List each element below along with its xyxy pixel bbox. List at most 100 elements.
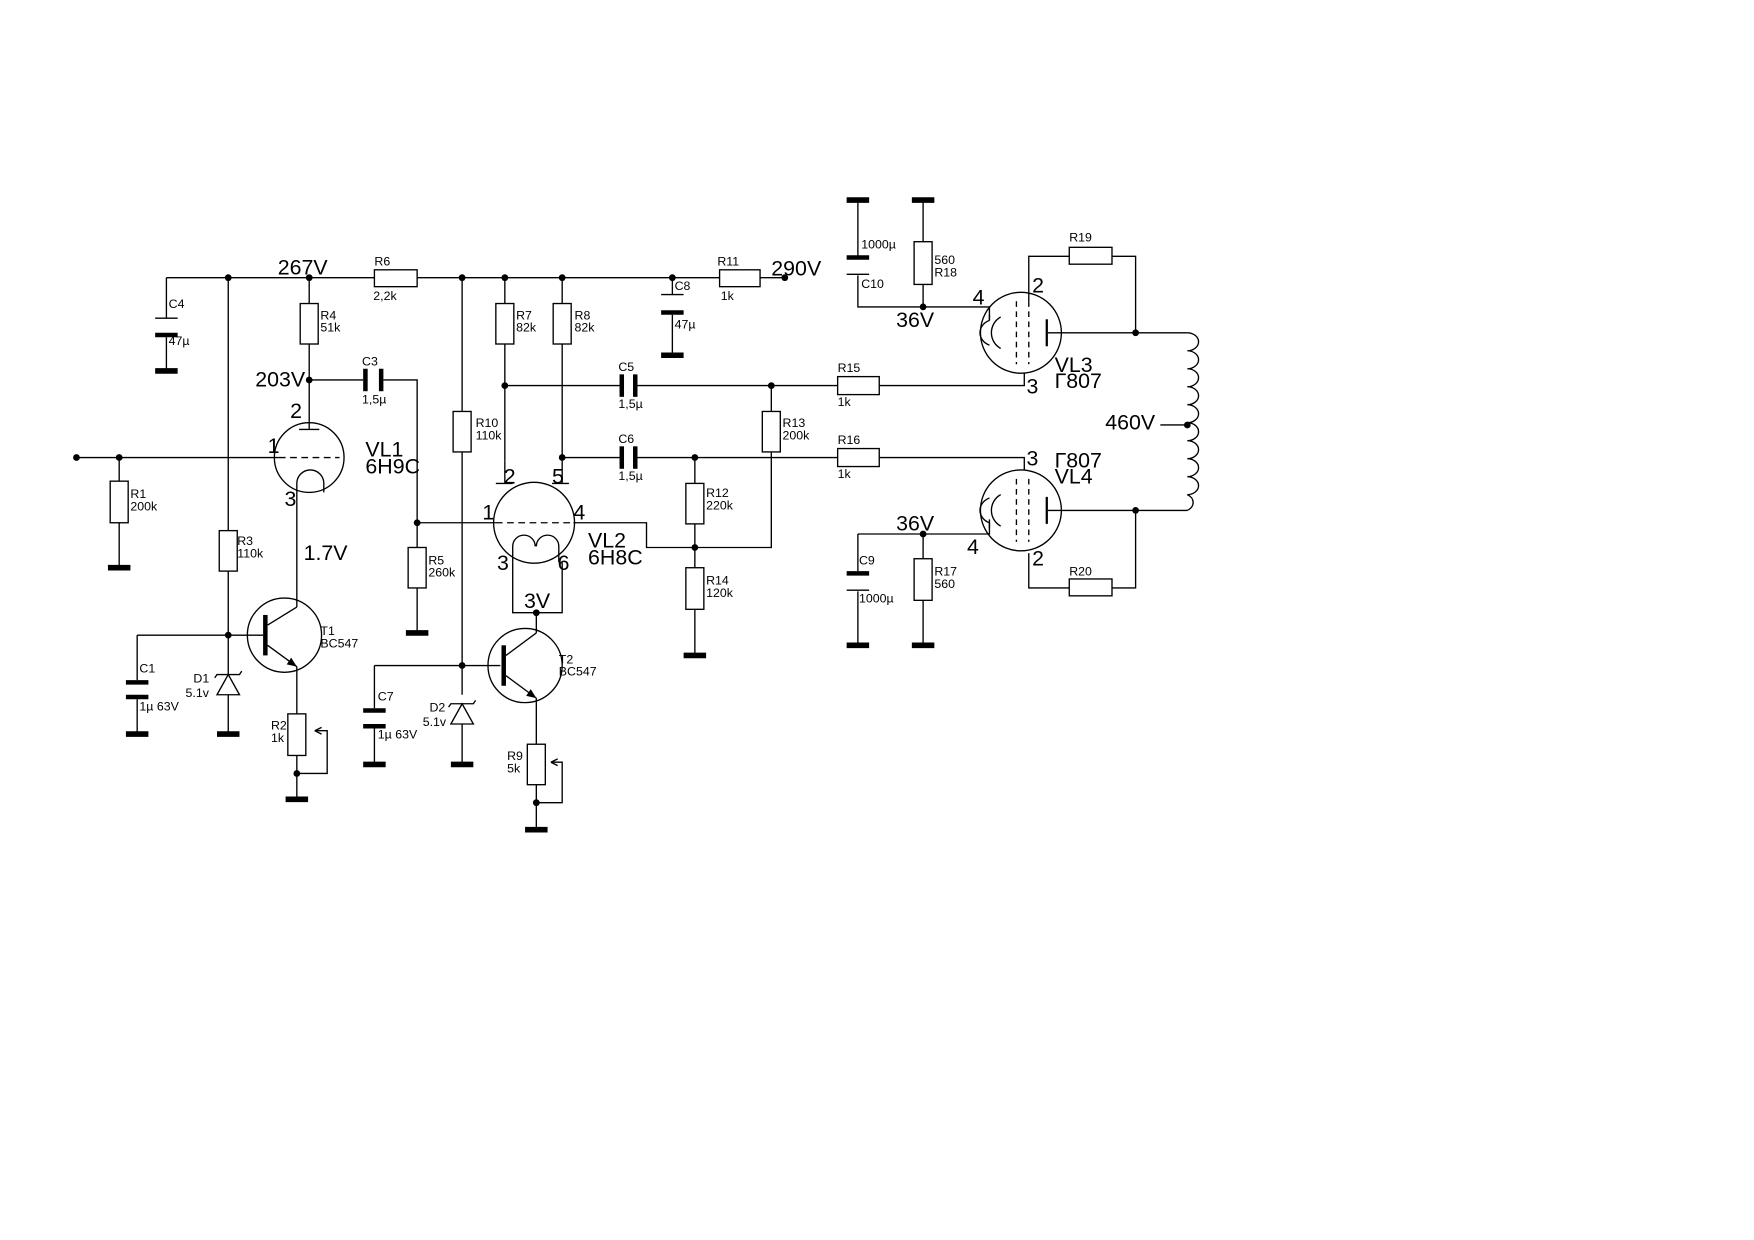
T2-value: BC547 [559, 665, 597, 679]
R15-value: 1k [838, 395, 852, 409]
C1-ref: C1 [139, 661, 155, 675]
R19-body [1068, 246, 1113, 265]
R9-ref: R9 [507, 749, 523, 763]
R8-value: 82k [575, 321, 596, 335]
VL4-value: Г807 [1055, 449, 1102, 473]
C9-value: 1000µ [859, 592, 894, 606]
R14-body [685, 567, 705, 610]
junction-dots [73, 274, 1191, 807]
C8-value: 47µ [675, 317, 696, 331]
R11-body [718, 269, 761, 288]
D2-value: 5.1v [423, 715, 447, 729]
R16-ref: R16 [838, 433, 861, 447]
R15-ref: R15 [838, 361, 861, 375]
R7-ref: R7 [516, 308, 532, 322]
C3-ref: C3 [362, 354, 378, 368]
R12-value: 220k [706, 498, 734, 512]
VL2-ref: VL2 [588, 528, 626, 552]
voltage-1-7: 1.7V [304, 541, 349, 565]
R10-body [452, 410, 472, 453]
R9-wiper-arrow [550, 758, 558, 767]
R13-ref: R13 [783, 416, 806, 430]
vl1-pin-3: 3 [284, 487, 296, 511]
vl4-pin-4: 4 [967, 535, 979, 559]
R4-ref: R4 [320, 308, 336, 322]
R5-ref: R5 [428, 553, 444, 567]
voltage-290: 290V [771, 256, 822, 280]
R8-body [552, 302, 572, 345]
R13-value: 200k [783, 429, 811, 443]
pin-numbers: 2 1 3 2 5 1 4 3 6 2 4 3 3 4 2 [268, 273, 1044, 575]
C10-value: 1000µ [861, 237, 896, 251]
R7-body [495, 302, 515, 345]
vl4-pin-2: 2 [1032, 546, 1044, 570]
voltage-3: 3V [524, 589, 551, 613]
R5-value: 260k [428, 566, 456, 580]
wires [76, 200, 1200, 830]
C7-value: 1µ 63V [378, 728, 418, 742]
C6-ref: C6 [618, 432, 634, 446]
vl1-pin-2: 2 [290, 399, 302, 423]
resistor-bodies [109, 241, 1113, 786]
VL4-ref: VL4 [1055, 464, 1093, 488]
R8-ref: R8 [575, 308, 591, 322]
vl3-pin-2: 2 [1032, 273, 1044, 297]
voltage-460: 460V [1105, 410, 1156, 434]
R17-ref: R17 [934, 565, 957, 579]
T2-ref: T2 [559, 652, 574, 666]
VL2-value: 6H8C [588, 545, 643, 569]
transistor-T2 [487, 627, 563, 704]
R6-body [373, 269, 418, 288]
R5-body [407, 546, 427, 589]
R2-body [287, 713, 307, 757]
R16-body [836, 447, 880, 468]
R14-ref: R14 [706, 574, 729, 588]
D1-value: 5.1v [186, 686, 210, 700]
R12-body [685, 482, 705, 525]
R12-ref: R12 [706, 486, 729, 500]
R3-ref: R3 [237, 534, 253, 548]
R18-body [913, 241, 933, 286]
R18-ref: R18 [934, 266, 957, 280]
vl2-pin-5: 5 [552, 464, 564, 488]
R6-value: 2,2k [373, 289, 397, 303]
R13-body [761, 410, 781, 453]
R17-body [913, 558, 933, 602]
voltage-267: 267V [278, 255, 329, 279]
voltage-36-bottom: 36V [896, 512, 935, 536]
ground-symbols [107, 197, 935, 833]
component-labels: C4 47µ R1 200k R3 110k R4 51k C3 1,5µ R6… [130, 231, 1092, 776]
VL1-ref: VL1 [365, 437, 403, 461]
C1-value: 1µ 63V [139, 699, 179, 713]
vl3-pin-3: 3 [1027, 374, 1039, 398]
voltage-203: 203V [255, 368, 306, 392]
C5-value: 1,5µ [618, 397, 642, 411]
R2-value: 1k [271, 731, 285, 745]
R10-ref: R10 [476, 416, 499, 430]
R1-ref: R1 [130, 487, 146, 501]
C9-ref: C9 [859, 553, 875, 567]
R3-value: 110k [237, 547, 264, 561]
R4-body [299, 302, 319, 345]
R20-ref: R20 [1069, 565, 1092, 579]
vl2-pin-4: 4 [573, 500, 585, 524]
C4-value: 47µ [169, 334, 190, 348]
tube-labels: VL1 6H9C VL2 6H8C VL3 Г807 Г807 VL4 [365, 353, 1101, 569]
R14-value: 120k [706, 586, 734, 600]
R2-wiper-arrow [314, 726, 322, 735]
C7-ref: C7 [378, 689, 394, 703]
R20-body [1068, 578, 1113, 597]
R11-ref: R11 [717, 254, 739, 268]
tube-VL2 [492, 460, 576, 564]
C6-value: 1,5µ [618, 469, 642, 483]
T1-value: BC547 [320, 637, 358, 651]
VL3-value: Г807 [1055, 369, 1102, 393]
vl2-pin-2: 2 [504, 464, 516, 488]
tube-VL1 [273, 422, 345, 502]
C3-value: 1,5µ [362, 393, 386, 407]
R1-value: 200k [130, 499, 158, 513]
tube-VL4 [979, 469, 1063, 552]
R16-value: 1k [838, 467, 852, 481]
T1-ref: T1 [320, 624, 335, 638]
